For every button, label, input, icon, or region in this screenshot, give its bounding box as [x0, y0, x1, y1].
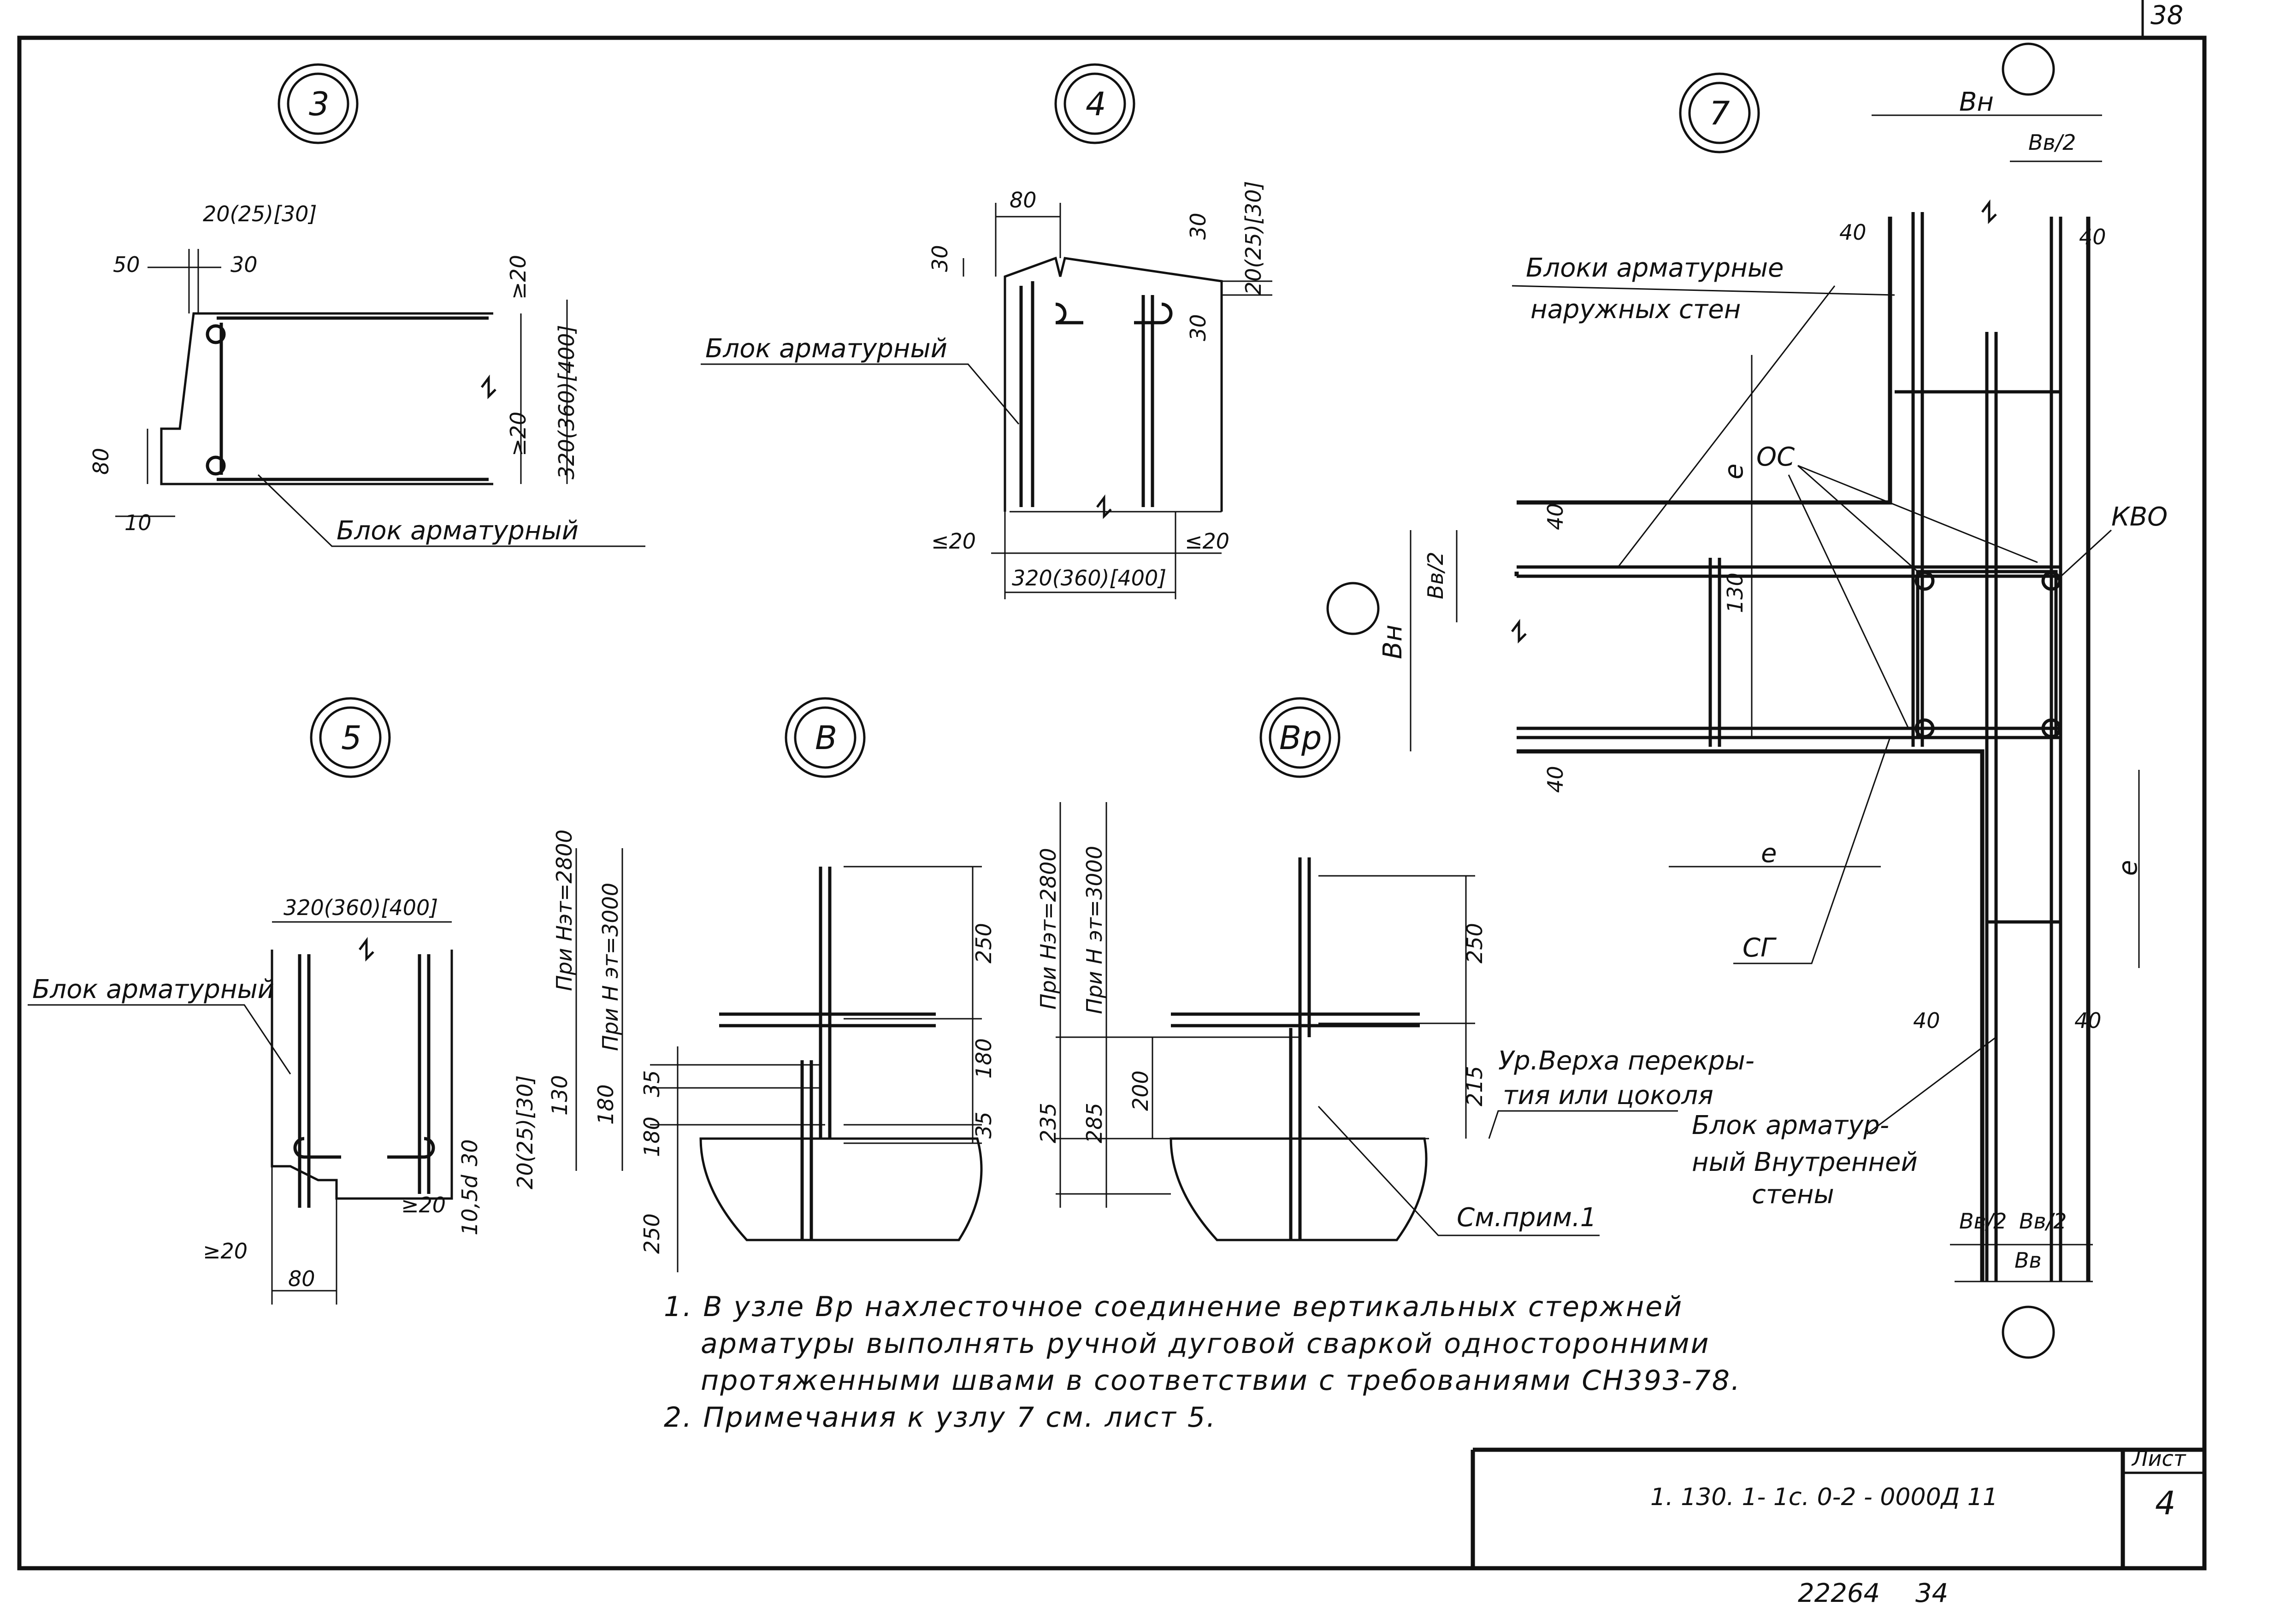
- dim-250-c: 250: [1462, 923, 1487, 963]
- blocks-outer-label-1: Блоки арматурные: [1526, 253, 1784, 283]
- node-5-label: 5: [341, 719, 362, 757]
- dim-50-a: 50: [113, 252, 140, 277]
- note-line-1: 1. В узле Вр нахлесточное соединение вер…: [664, 1291, 1683, 1323]
- dim-215: 215: [1462, 1066, 1487, 1106]
- dim-40-c: 40: [1543, 503, 1568, 530]
- dim-vv2-b2: Вв/2: [2019, 1209, 2067, 1234]
- kvo-label: КВО: [2111, 502, 2168, 532]
- block-inner-label-3: стены: [1752, 1180, 1834, 1210]
- height-dims-b: При Нэт=2800 При Н эт=3000 130 180 35 18…: [547, 829, 825, 1272]
- floor-label-2: тия или цоколя: [1503, 1081, 1713, 1110]
- stamp-number: 22264: [1798, 1578, 1880, 1608]
- block-label-4: Блок арматурный: [705, 334, 947, 364]
- dim-30-d: 30: [1186, 314, 1211, 341]
- dim-vv2-top: Вв/2: [2028, 130, 2076, 155]
- node-3: 3 20(25)[30] 50 30 ≥20 ≥20 320(360)[400]…: [89, 63, 645, 547]
- see-note-label: См.прим.1: [1457, 1203, 1596, 1233]
- dim-10-a: 10: [124, 510, 152, 535]
- floor-label-1: Ур.Верха перекры-: [1498, 1046, 1754, 1076]
- h2800-bp: При Нэт=2800: [1036, 848, 1061, 1010]
- dim-40-f: 40: [2074, 1008, 2102, 1033]
- dim-130-n7: 130: [1723, 573, 1748, 613]
- sheet-label: Лист: [2131, 1446, 2186, 1471]
- notes: 1. В узле Вр нахлесточное соединение вер…: [664, 1291, 1741, 1434]
- dim-80-b: 80: [1010, 188, 1037, 213]
- h2800-b: При Нэт=2800: [552, 829, 577, 991]
- node-4-label: 4: [1086, 85, 1106, 123]
- dim-180-b: 180: [639, 1116, 664, 1157]
- dim-250-a: 250: [639, 1213, 664, 1254]
- stamp-page: 34: [1915, 1578, 1948, 1608]
- block-inner-label-1: Блок арматур-: [1692, 1110, 1889, 1140]
- dim-180-a: 180: [593, 1084, 618, 1125]
- dim-40-e: 40: [1913, 1008, 1940, 1033]
- block-label-3: Блок арматурный: [337, 516, 579, 546]
- note-line-4: 2. Примечания к узлу 7 см. лист 5.: [664, 1401, 1217, 1434]
- title-block: 1. 130. 1- 1с. 0-2 - 0000Д 11 Лист 4 222…: [1471, 1446, 2204, 1608]
- dim-ge20-d: ≥20: [203, 1239, 248, 1264]
- dim-235: 235: [1036, 1103, 1061, 1143]
- corner-number: 38: [2150, 0, 2183, 30]
- dim-30-e: 30: [457, 1139, 482, 1166]
- dim-e-b: е: [1761, 839, 1777, 868]
- os-label: ОС: [1756, 442, 1795, 472]
- dim-80-a: 80: [89, 448, 113, 475]
- h3000-b: При Н эт=3000: [598, 883, 623, 1051]
- sheet-number: 4: [2155, 1484, 2176, 1522]
- title-code: 1. 130. 1- 1с. 0-2 - 0000Д 11: [1650, 1483, 1998, 1511]
- blocks-outer-label-2: наружных стен: [1530, 295, 1741, 325]
- dim-130: 130: [547, 1075, 572, 1116]
- node-bp-label: Вр: [1279, 719, 1322, 757]
- dim-285: 285: [1082, 1103, 1107, 1143]
- dim-20-25-30-a: 20(25)[30]: [203, 201, 317, 226]
- node-7: 7 Вн Вв/2: [1326, 42, 2168, 1359]
- h3000-bp: При Н эт=3000: [1082, 846, 1107, 1014]
- dim-30-a: 30: [230, 252, 258, 277]
- node-7-label: 7: [1709, 94, 1730, 132]
- dim-10-5d: 10,5d: [457, 1175, 482, 1235]
- dim-35-b: 35: [971, 1111, 996, 1139]
- dim-30-b: 30: [927, 245, 952, 272]
- note-line-3: протяженными швами в соответствии с треб…: [701, 1364, 1741, 1397]
- sheet-frame: 38: [17, 0, 2207, 1571]
- dim-40-d: 40: [1543, 766, 1568, 793]
- dim-200: 200: [1128, 1070, 1153, 1111]
- dim-vv: Вв: [2014, 1248, 2042, 1273]
- dim-ge20-a: ≥20: [506, 255, 531, 300]
- dim-40-a: 40: [1839, 220, 1867, 245]
- node-5: 5 320(360)[400] 30 20(25)[30] 10,5d ≥20 …: [28, 697, 538, 1305]
- dim-80-c: 80: [288, 1266, 315, 1291]
- node-4: 4 80 30 30 20(25)[30] 30 ≤20 ≤20 320(360…: [701, 63, 1272, 599]
- node-3-label: 3: [309, 85, 330, 123]
- sg-label: СГ: [1743, 933, 1777, 963]
- dim-30-c: 30: [1186, 213, 1211, 240]
- height-dims-bp: При Нэт=2800 При Н эт=3000 235 285 200: [1036, 802, 1429, 1208]
- dim-320-c: 320(360)[400]: [284, 895, 438, 920]
- dim-320-b: 320(360)[400]: [1012, 566, 1166, 591]
- node-b-label: В: [815, 719, 837, 757]
- dim-le20-a: ≤20: [931, 529, 976, 554]
- dim-180-c: 180: [971, 1038, 996, 1079]
- node-b: В 250 180 35: [699, 697, 996, 1241]
- dim-vv2-b1: Вв/2: [1959, 1209, 2007, 1234]
- block-inner-label-2: ный Внутренней: [1692, 1147, 1918, 1177]
- dim-ge20-b: ≥20: [506, 412, 531, 456]
- dim-e-a: е: [1719, 464, 1749, 479]
- dim-vn-top: Вн: [1959, 87, 1994, 117]
- dim-le20-b: ≤20: [1185, 529, 1229, 554]
- node-bp: Вр 250 215 Ур.Верха перекры- тия или цок…: [1170, 697, 1754, 1241]
- dim-35-a: 35: [639, 1070, 664, 1097]
- dim-vv2-left: Вв/2: [1423, 552, 1448, 599]
- dim-250-b: 250: [971, 923, 996, 963]
- block-label-5: Блок арматурный: [32, 974, 274, 1004]
- note-line-2: арматуры выполнять ручной дуговой сварко…: [701, 1328, 1710, 1360]
- dim-e-c: е: [2113, 860, 2143, 876]
- dim-40-b: 40: [2079, 224, 2106, 249]
- dim-20-25-30-b: 20(25)[30]: [1241, 181, 1266, 295]
- dim-20-25-30-c: 20(25)[30]: [513, 1075, 538, 1189]
- dim-ge20-c: ≥20: [401, 1193, 446, 1217]
- dim-vn-left: Вн: [1378, 625, 1408, 659]
- dim-320-a: 320(360)[400]: [554, 325, 579, 479]
